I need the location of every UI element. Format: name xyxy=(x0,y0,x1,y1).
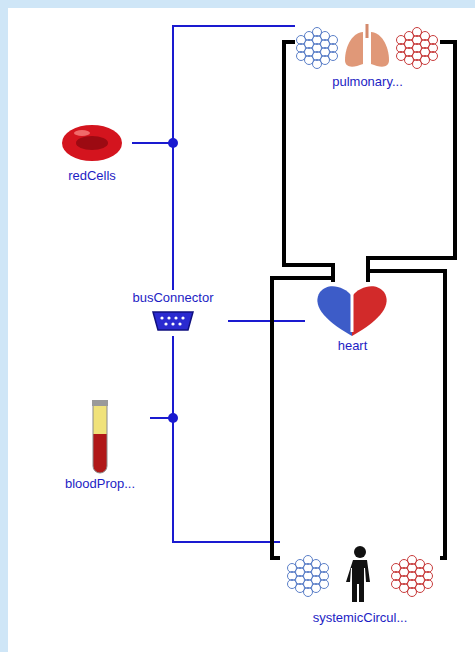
heart-left-half xyxy=(352,286,387,336)
component-label: bloodProp... xyxy=(64,476,136,492)
component-label: redCells xyxy=(67,168,117,184)
signal-bus-line xyxy=(150,336,173,418)
connector-pin xyxy=(171,322,174,325)
lung-lobe xyxy=(371,32,389,67)
connector-pin xyxy=(181,316,184,319)
systemic-block: systemicCircul... xyxy=(280,538,440,626)
pulmonary-block: pulmonary... xyxy=(295,22,440,90)
block-icon xyxy=(305,282,400,338)
connector-pin xyxy=(174,316,177,319)
component-label: pulmonary... xyxy=(331,74,404,90)
block-icon xyxy=(118,306,228,336)
red-cells-block: redCells xyxy=(52,118,132,184)
red-cell-center xyxy=(76,136,108,150)
red-cell-highlight xyxy=(74,130,90,136)
connector-pin xyxy=(160,316,163,319)
connector-pin xyxy=(164,322,167,325)
heart-block: heart xyxy=(305,282,400,354)
signal-bus-line xyxy=(228,320,305,322)
heart-right-half xyxy=(317,286,352,336)
blood-properties-block: bloodProp... xyxy=(50,398,150,492)
heart-septum xyxy=(351,294,354,332)
signal-bus-line xyxy=(173,26,295,290)
tube-outline xyxy=(93,406,107,473)
human-figure xyxy=(346,560,370,602)
connector-pin xyxy=(178,322,181,325)
capillary-mesh xyxy=(329,52,338,61)
signal-bus-line xyxy=(173,336,280,542)
tube-cap xyxy=(92,400,108,406)
red-cell-icon xyxy=(62,125,122,161)
block-icon xyxy=(295,22,440,74)
blood-flow-line xyxy=(284,42,333,282)
bus-connector: busConnector xyxy=(118,290,228,336)
canvas-ground xyxy=(8,8,475,652)
component-label: systemicCircul... xyxy=(312,610,409,626)
blood-cells xyxy=(93,434,107,473)
blood-flow-line xyxy=(272,278,333,558)
component-label: heart xyxy=(337,338,369,354)
signal-bus-line xyxy=(132,143,173,290)
lung-lobe xyxy=(345,32,363,67)
capillary-mesh xyxy=(320,580,329,589)
component-label: busConnector xyxy=(132,290,215,306)
capillary-mesh xyxy=(424,580,433,589)
capillary-mesh xyxy=(429,52,438,61)
trachea xyxy=(366,24,369,38)
plasma xyxy=(93,406,107,434)
bus-connector-icon xyxy=(153,312,193,330)
connector-pin xyxy=(167,316,170,319)
block-icon xyxy=(52,118,132,168)
block-icon xyxy=(50,398,150,476)
block-icon xyxy=(280,538,440,610)
human-head xyxy=(354,546,366,558)
